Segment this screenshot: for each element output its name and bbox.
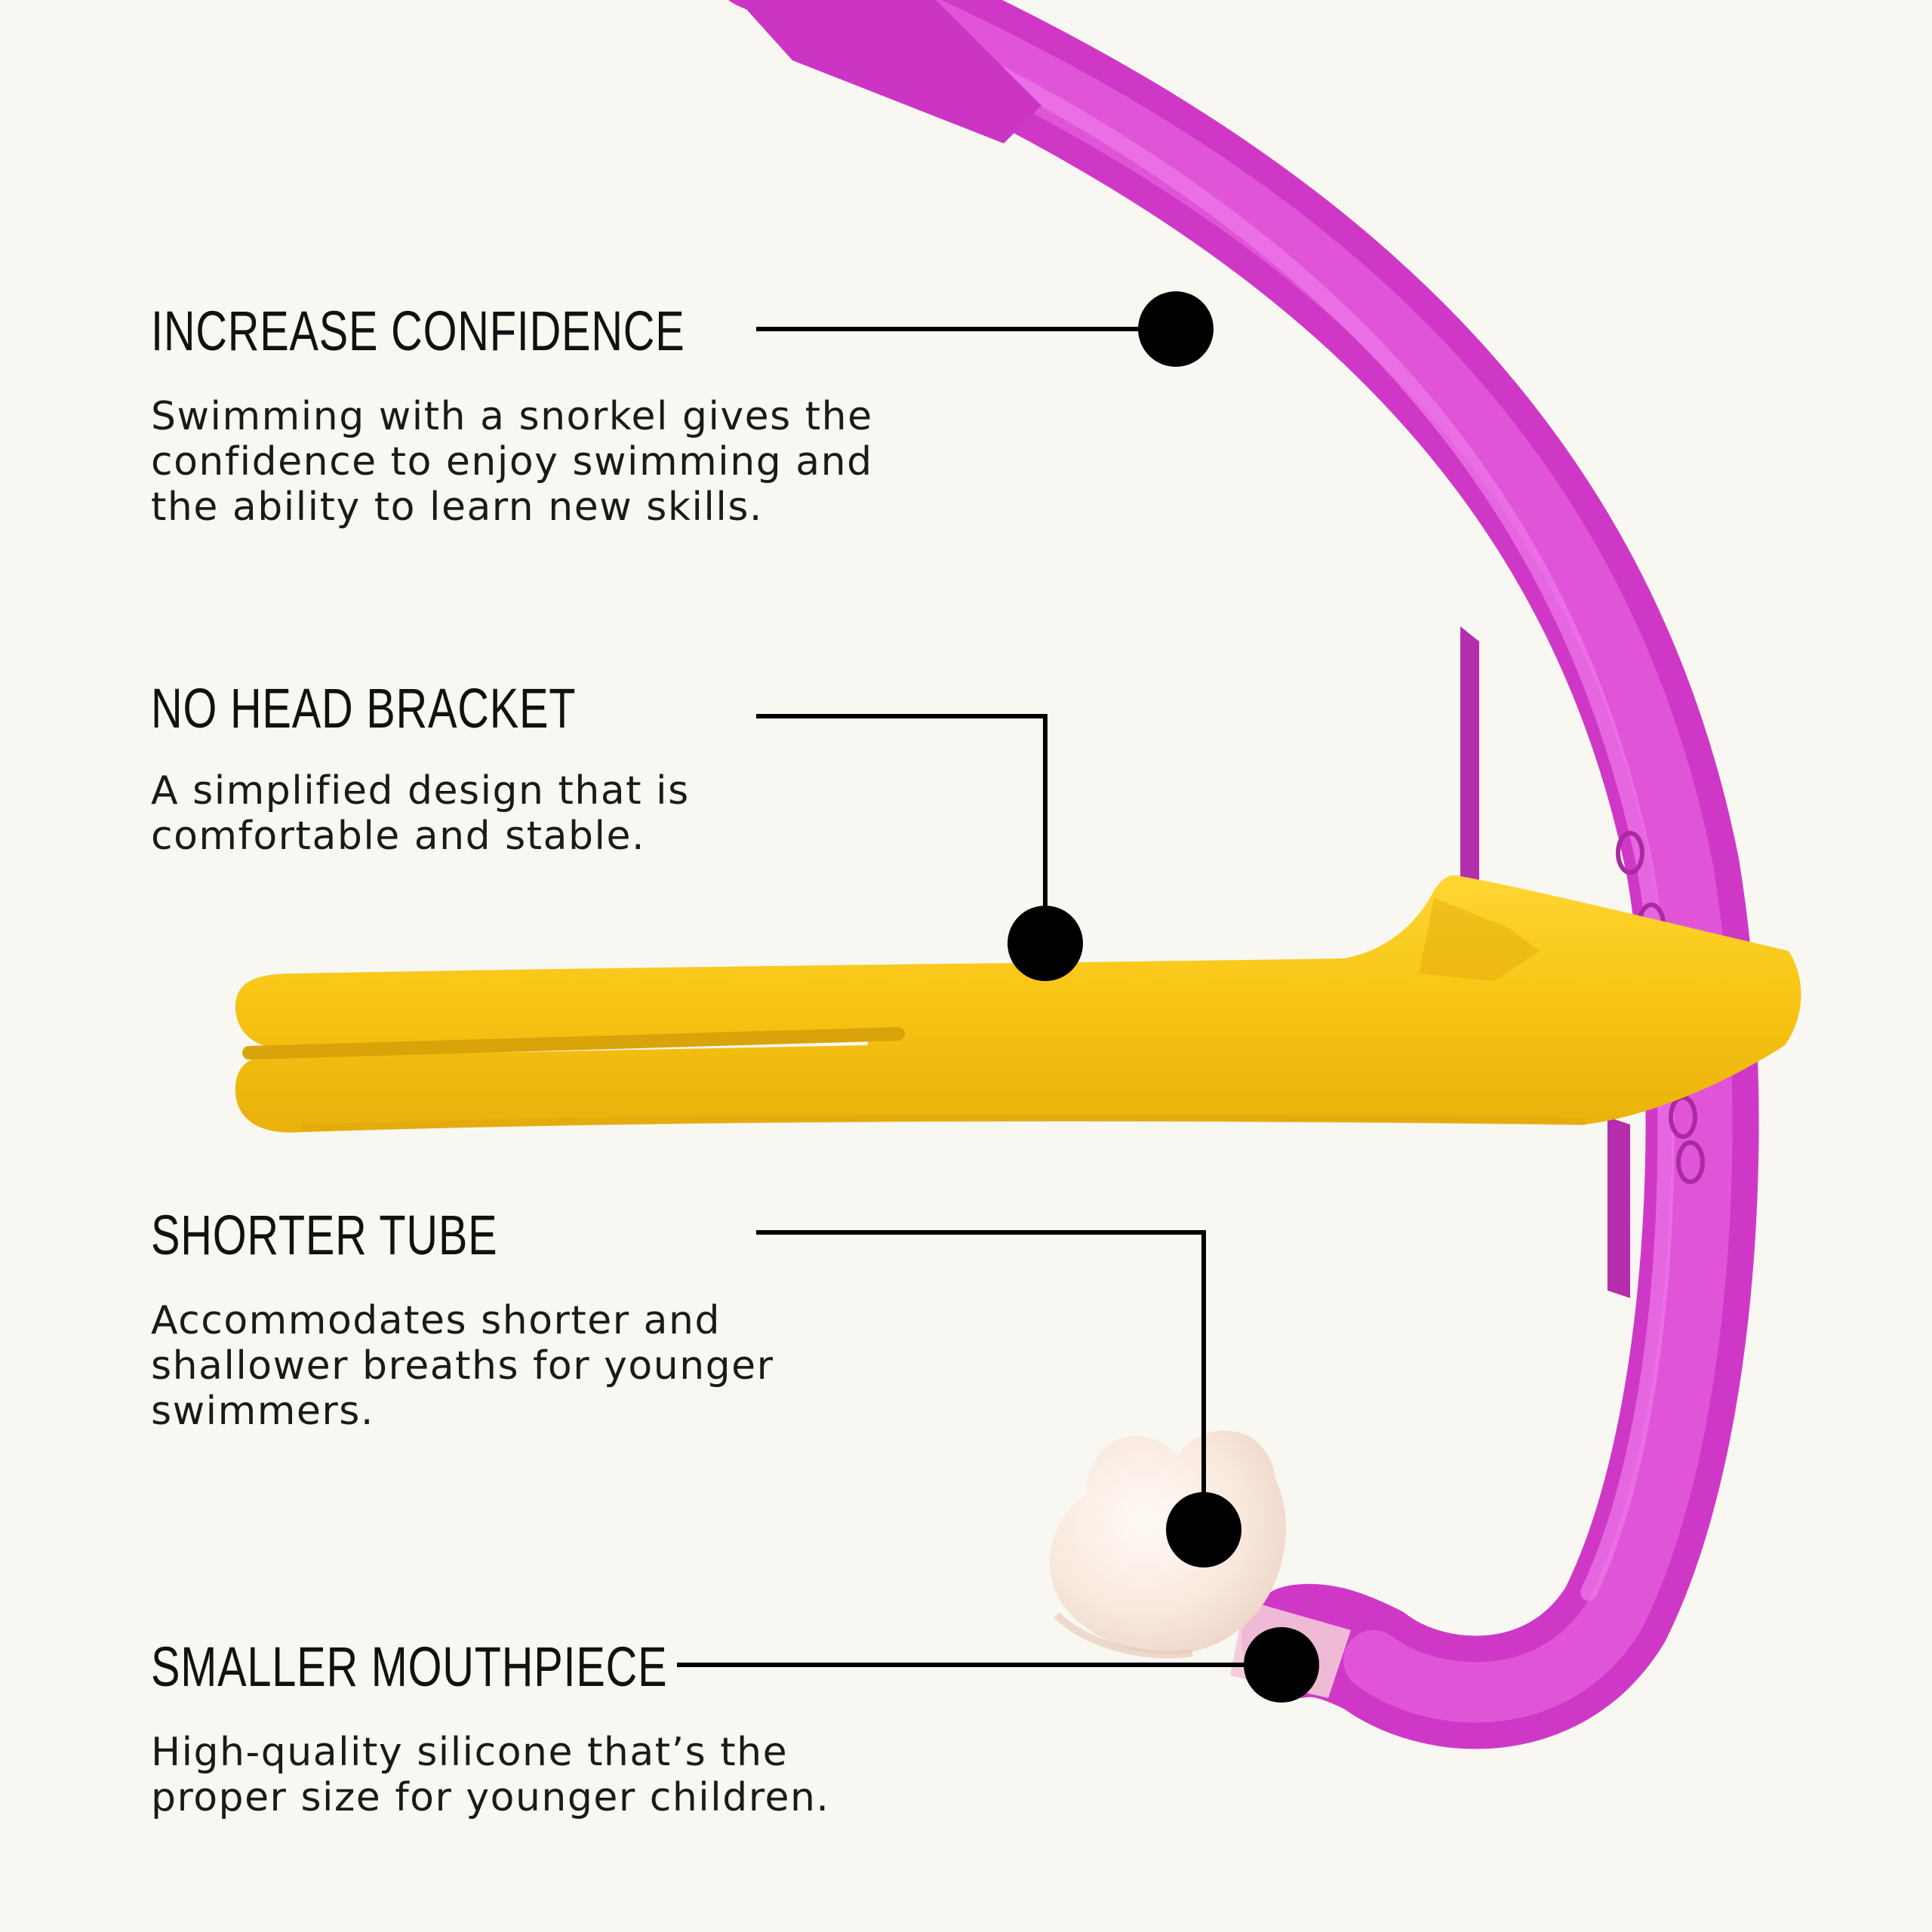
feature-title: SHORTER TUBE bbox=[151, 1204, 498, 1266]
head-strap bbox=[235, 875, 1801, 1133]
callout-smaller-mouthpiece bbox=[677, 1627, 1319, 1703]
feature-description: A simplified design that is comfortable … bbox=[151, 768, 690, 859]
callout-marker bbox=[1008, 906, 1083, 981]
feature-increase-confidence: INCREASE CONFIDENCE Swimming with a snor… bbox=[151, 300, 906, 531]
feature-title: SMALLER MOUTHPIECE bbox=[151, 1635, 668, 1698]
feature-shorter-tube: SHORTER TUBE Accommodates shorter and sh… bbox=[151, 1204, 906, 1435]
feature-smaller-mouthpiece: SMALLER MOUTHPIECE High-quality silicone… bbox=[151, 1635, 906, 1821]
snorkel-tube bbox=[729, 0, 1759, 1749]
feature-description: High-quality silicone that’s the proper … bbox=[151, 1730, 830, 1820]
callout-marker bbox=[1166, 1492, 1241, 1567]
callout-marker bbox=[1244, 1627, 1319, 1703]
feature-description: Accommodates shorter and shallower breat… bbox=[151, 1298, 774, 1434]
callout-shorter-tube bbox=[756, 1230, 1241, 1567]
feature-description: Swimming with a snorkel gives the confid… bbox=[151, 394, 873, 530]
feature-title: INCREASE CONFIDENCE bbox=[151, 300, 685, 362]
callout-marker bbox=[1138, 291, 1214, 367]
callout-increase-confidence bbox=[756, 291, 1214, 367]
callout-no-head-bracket bbox=[756, 714, 1083, 981]
feature-no-head-bracket: NO HEAD BRACKET A simplified design that… bbox=[151, 677, 906, 860]
feature-title: NO HEAD BRACKET bbox=[151, 677, 577, 740]
